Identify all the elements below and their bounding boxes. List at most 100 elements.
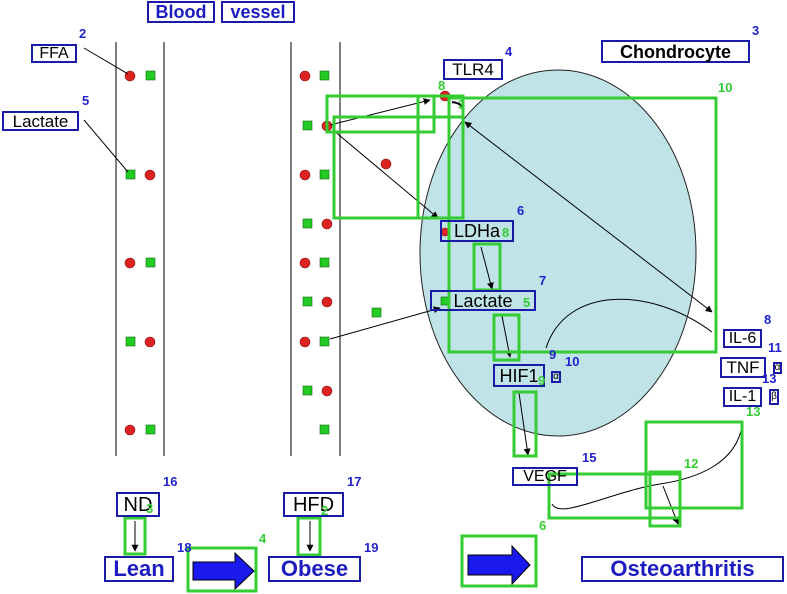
red-dot: [321, 296, 333, 308]
label-hif1-suffix: α: [551, 371, 561, 383]
marker-blue: 16: [163, 474, 178, 489]
title-blood: Blood: [147, 1, 215, 23]
green-square: [302, 296, 313, 307]
green-square: [319, 70, 330, 81]
marker-green: 6: [539, 518, 547, 533]
red-dot: [124, 70, 136, 82]
green-square: [145, 424, 156, 435]
green-box: [447, 96, 718, 354]
marker-blue: 7: [539, 273, 547, 288]
green-square: [302, 120, 313, 131]
marker-blue: 15: [582, 450, 597, 465]
marker-blue: 17: [347, 474, 362, 489]
green-box: [644, 420, 744, 510]
marker-blue: 18: [177, 540, 192, 555]
arrow-ffa-to-ldha: [332, 129, 439, 219]
red-dot: [144, 336, 156, 348]
label-hif1: HIF1: [493, 364, 545, 387]
arrow-lactate-to-hif1: [501, 315, 513, 358]
green-square: [319, 169, 330, 180]
marker-blue: 4: [505, 44, 513, 59]
arrow-lactate-in: [329, 306, 441, 340]
marker-green: 10: [718, 80, 733, 95]
arrow-tlr4-to-il6: [464, 121, 713, 313]
marker-blue: 19: [364, 540, 379, 555]
marker-blue: 11: [768, 340, 782, 355]
green-square: [145, 70, 156, 81]
big-arrow-to-osteoarthritis: [467, 544, 531, 586]
green-square: [145, 257, 156, 268]
marker-green: 9: [538, 373, 546, 388]
red-dot: [299, 169, 311, 181]
green-box: [512, 390, 538, 458]
green-box: [296, 516, 322, 557]
label-lactate-mid: Lactate: [430, 290, 536, 311]
red-dot: [299, 336, 311, 348]
arrow-ldha-to-lactate: [480, 246, 494, 290]
marker-blue: 9: [549, 347, 557, 362]
green-square: [319, 336, 330, 347]
title-vessel: vessel: [221, 1, 295, 23]
green-square: [125, 336, 136, 347]
marker-green: 8: [438, 78, 446, 93]
curve-lactate-to-il6: [545, 298, 713, 349]
marker-green: 5: [523, 295, 531, 310]
green-square: [125, 169, 136, 180]
marker-green: 2: [321, 503, 329, 518]
obese-vessel-particles: [299, 70, 333, 435]
arrow-ffa-to-tlr4: [329, 98, 431, 126]
marker-blue: 3: [752, 23, 760, 38]
arrow-hif1-to-vegf: [518, 392, 531, 456]
marker-green: 3: [458, 97, 466, 112]
label-chondrocyte: Chondrocyte: [601, 40, 750, 63]
green-box: [492, 313, 521, 362]
red-dot: [299, 70, 311, 82]
marker-green: 3: [146, 501, 154, 516]
red-dot: [144, 169, 156, 181]
marker-blue: 5: [82, 93, 90, 108]
lactate-pointer: [83, 119, 129, 173]
marker-blue: 6: [517, 203, 525, 218]
red-dot: [124, 424, 136, 436]
marker-green: 8: [502, 225, 510, 240]
green-square: [302, 218, 313, 229]
label-tlr4: TLR4: [443, 59, 503, 80]
red-dot: [321, 218, 333, 230]
label-il1-suffix: β: [769, 389, 779, 405]
marker-blue: 10: [565, 354, 580, 369]
label-il1: IL-1: [723, 387, 762, 407]
green-square: [319, 424, 330, 435]
curve-cytokines-to-oa: [551, 425, 743, 510]
marker-blue: 13: [762, 371, 777, 386]
label-lean: Lean: [104, 556, 174, 582]
label-hfd: HFD: [283, 492, 344, 517]
marker-green: 12: [684, 456, 699, 471]
label-nd: ND: [116, 492, 160, 517]
marker-green: 13: [746, 404, 761, 419]
green-square: [302, 385, 313, 396]
label-tnf: TNF: [720, 357, 766, 378]
red-dot: [321, 385, 333, 397]
label-vegf: VEGF: [512, 467, 578, 486]
label-ldha: LDHa: [440, 220, 514, 242]
ffa-pointer: [83, 47, 129, 75]
red-dot: [124, 257, 136, 269]
red-dot: [299, 257, 311, 269]
big-arrow-lean-to-obese: [192, 551, 255, 591]
label-osteoarthritis: Osteoarthritis: [581, 556, 784, 582]
green-annotation-boxes: [123, 94, 744, 593]
marker-green: 4: [259, 531, 267, 546]
marker-blue: 2: [79, 26, 87, 41]
label-tnf-suffix: α: [773, 362, 782, 374]
green-square: [371, 307, 382, 318]
lean-vessel-particles: [124, 70, 156, 436]
green-box: [325, 94, 436, 134]
green-square: [319, 257, 330, 268]
red-dot: [380, 158, 392, 170]
marker-blue: 8: [764, 312, 772, 327]
green-box: [416, 94, 465, 220]
green-box: [123, 516, 147, 556]
label-obese: Obese: [268, 556, 361, 582]
label-lactate-left: Lactate: [2, 111, 79, 131]
